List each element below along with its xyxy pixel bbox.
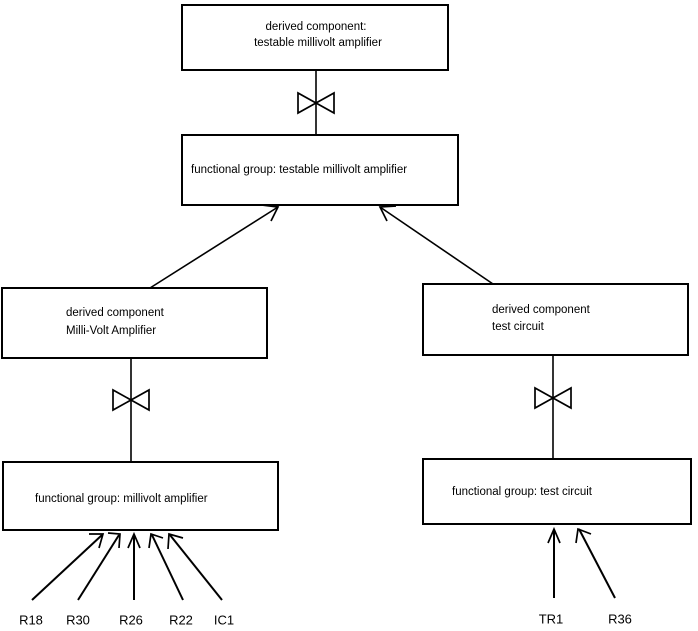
node-left-derived-component-line1: derived component	[66, 307, 165, 319]
node-left-derived-component-rect[interactable]	[1, 287, 268, 359]
node-left-derived-component[interactable]: derived component Milli-Volt Amplifier	[1, 287, 268, 359]
node-right-functional-group[interactable]: functional group: test circuit	[422, 458, 692, 525]
leaf-label-tr1: TR1	[539, 611, 564, 626]
node-top-derived-component[interactable]: derived component: testable millivolt am…	[181, 4, 449, 71]
node-top-derived-component-line2: testable millivolt amplifier	[254, 37, 382, 49]
node-right-derived-component-line2: test circuit	[492, 321, 545, 333]
refinement-bowtie-connector-right	[534, 386, 572, 410]
node-top-derived-component-rect[interactable]	[181, 4, 449, 71]
leaf-arrow-r30	[77, 532, 121, 601]
node-right-functional-group-rect[interactable]	[422, 458, 692, 525]
leaf-arrow-r22	[148, 532, 184, 601]
leaf-label-r26: R26	[119, 612, 143, 627]
node-left-derived-component-line2: Milli-Volt Amplifier	[66, 325, 156, 337]
node-left-functional-group-label: functional group: millivolt amplifier	[35, 493, 208, 505]
refinement-bowtie-connector-top	[297, 91, 335, 115]
node-left-functional-group-rect[interactable]	[2, 461, 279, 531]
leaf-label-r36: R36	[608, 611, 632, 626]
leaf-arrow-tr1	[547, 526, 561, 598]
node-right-functional-group-label: functional group: test circuit	[452, 486, 593, 498]
leaf-arrow-r36	[575, 527, 616, 599]
link-left-derived-to-top-functional	[149, 204, 280, 289]
leaf-label-ic1: IC1	[214, 612, 234, 627]
leaf-arrow-r18	[31, 533, 105, 601]
leaf-arrow-ic1	[167, 532, 223, 601]
leaf-label-r22: R22	[169, 612, 193, 627]
node-left-functional-group[interactable]: functional group: millivolt amplifier	[2, 461, 279, 531]
node-top-functional-group-label: functional group: testable millivolt amp…	[191, 164, 407, 176]
node-top-derived-component-line1: derived component:	[265, 21, 366, 33]
node-right-derived-component-line1: derived component	[492, 304, 591, 316]
leaf-label-r30: R30	[66, 612, 90, 627]
node-right-derived-component[interactable]: derived component test circuit	[422, 283, 689, 356]
node-top-functional-group-rect[interactable]	[181, 134, 459, 206]
node-top-functional-group[interactable]: functional group: testable millivolt amp…	[181, 134, 459, 206]
link-right-derived-to-top-functional	[378, 205, 494, 285]
leaf-label-r18: R18	[19, 612, 43, 627]
leaf-arrow-r26	[127, 531, 141, 600]
node-right-derived-component-rect[interactable]	[422, 283, 689, 356]
refinement-bowtie-connector-left	[112, 388, 150, 412]
